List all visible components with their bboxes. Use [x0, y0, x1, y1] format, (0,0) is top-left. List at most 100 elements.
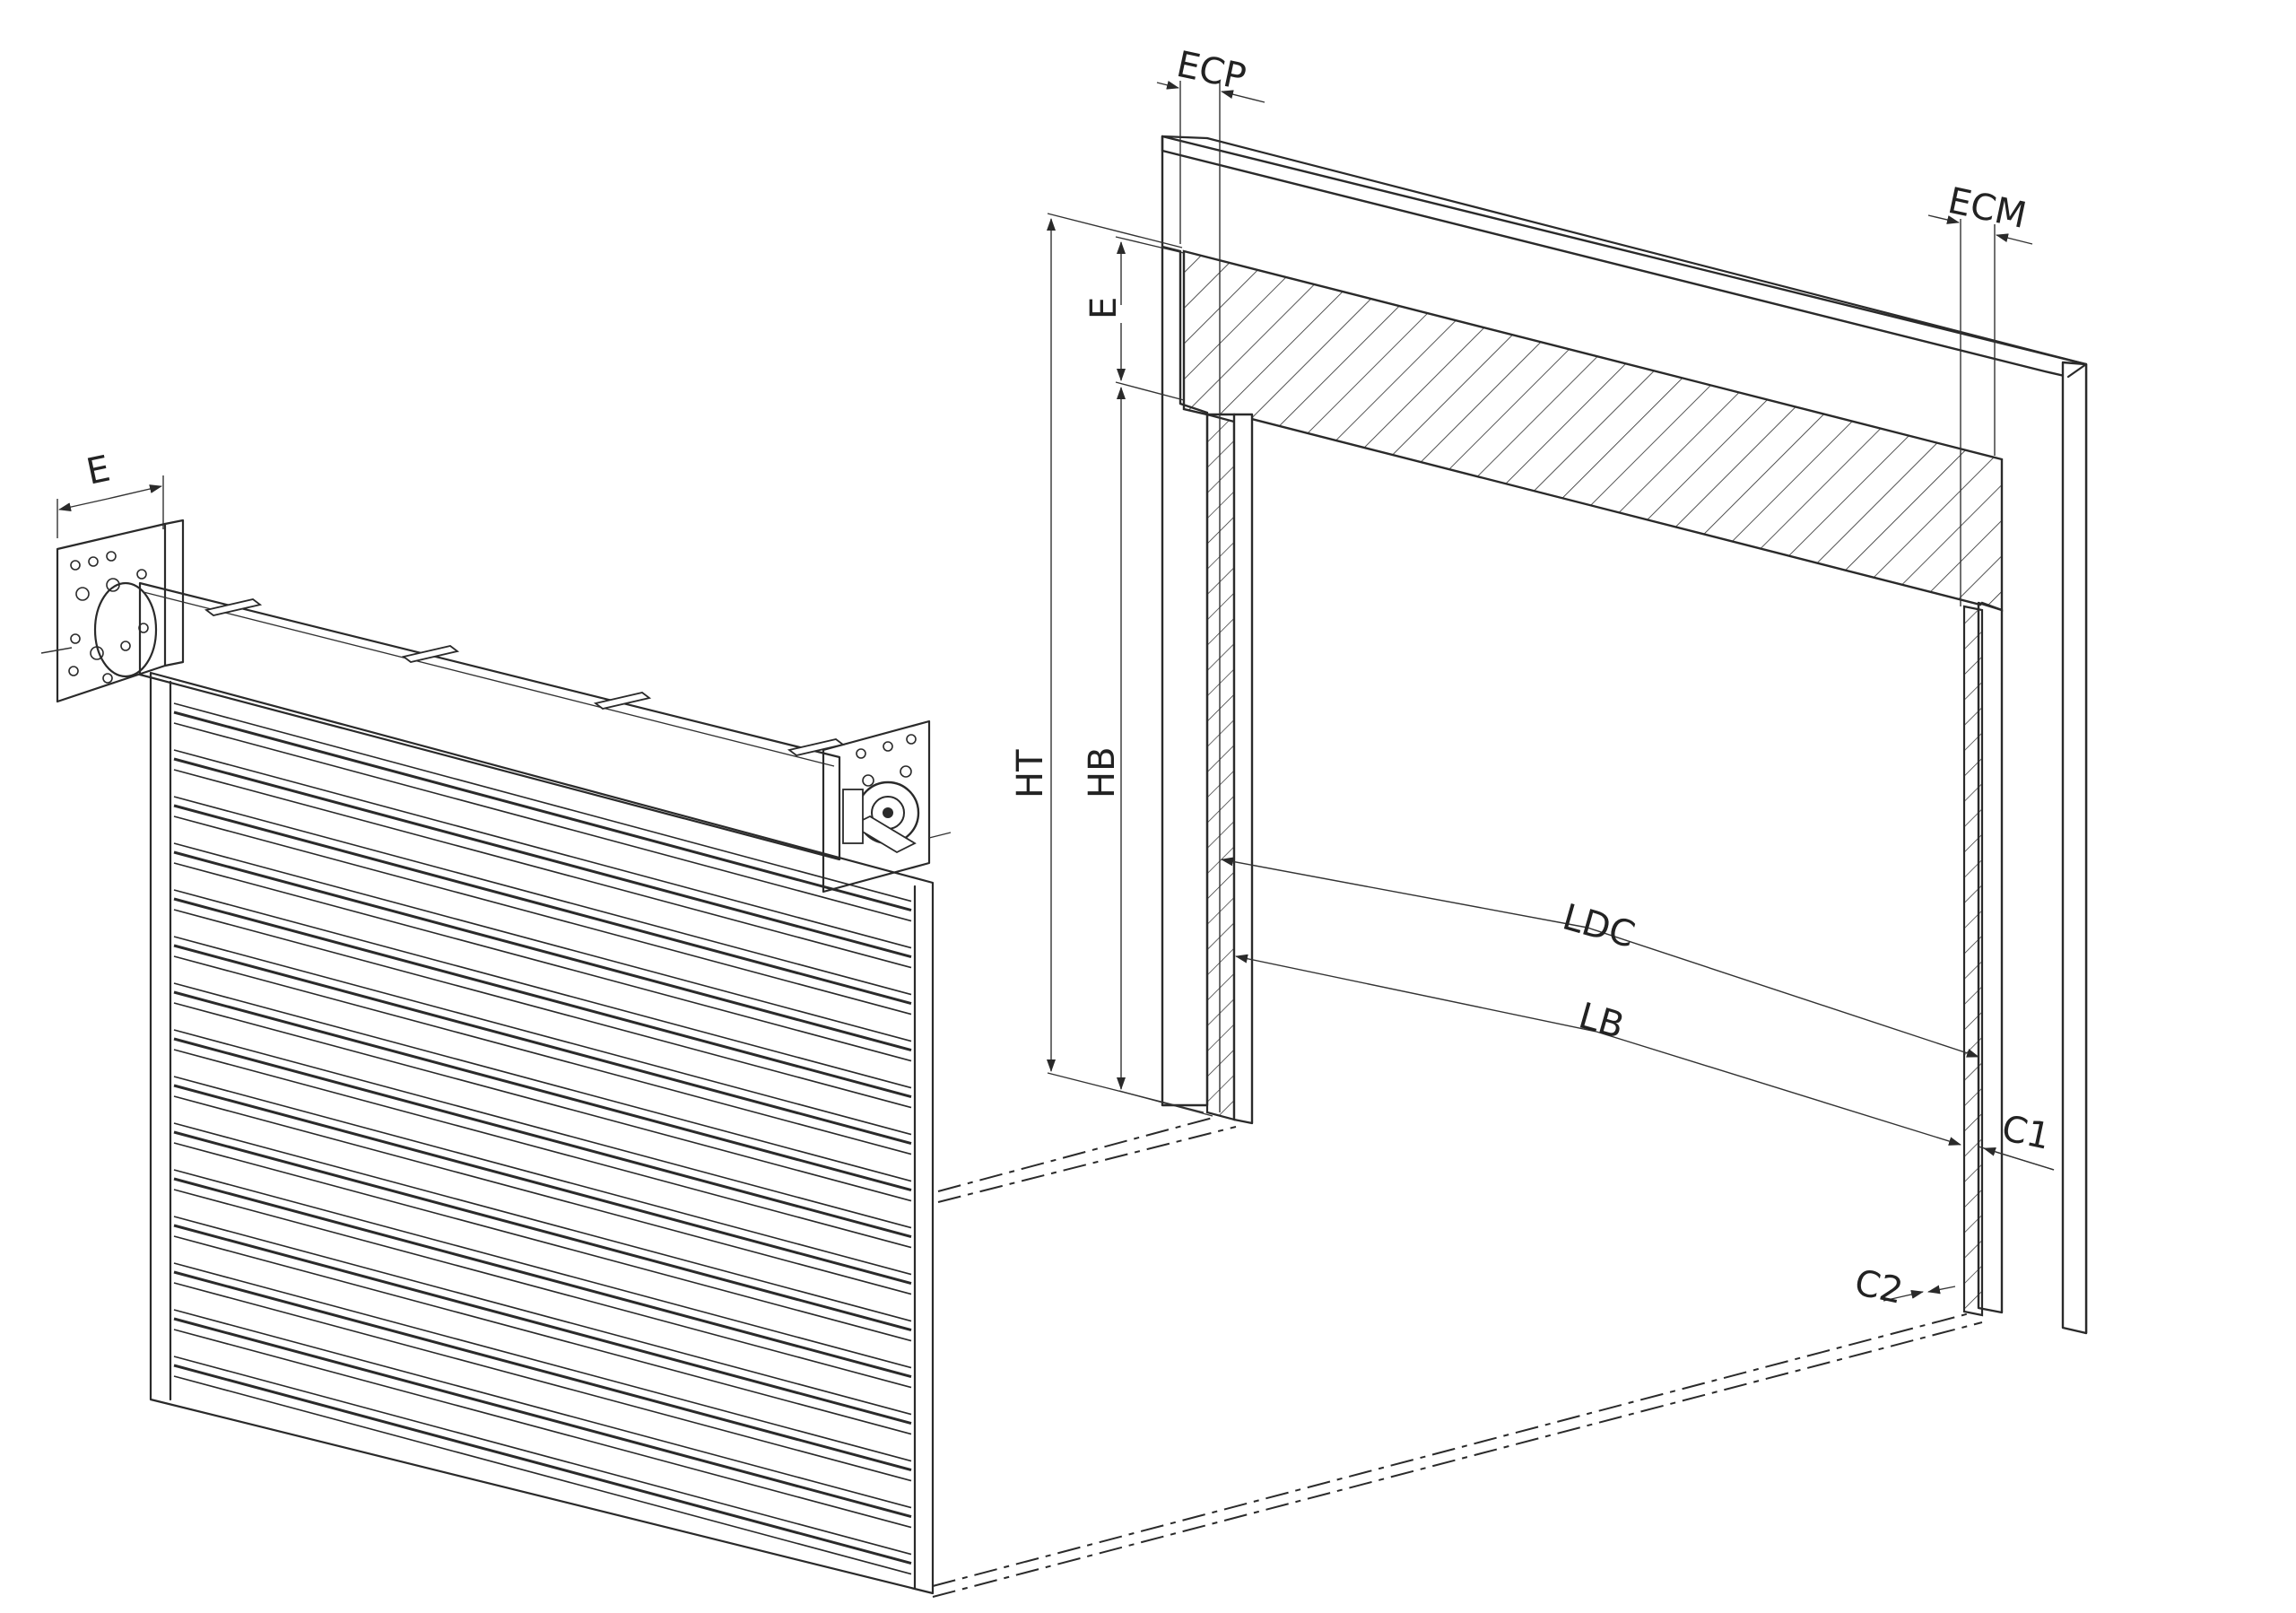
floor-dash-1: [937, 1117, 1213, 1192]
slat-line: [173, 1235, 912, 1435]
lb-arrow-left: [1235, 954, 1597, 1033]
slat-line: [173, 1262, 912, 1462]
slat-line: [173, 889, 912, 1089]
c1-label: C1: [1998, 1108, 2054, 1158]
slat-line: [173, 711, 912, 912]
slat-line: [173, 1317, 912, 1519]
slat-line: [173, 862, 912, 1062]
left-bracket-flange: [163, 519, 185, 667]
slat-line: [173, 1282, 912, 1482]
slat-line: [173, 1037, 912, 1239]
slat-line: [173, 702, 912, 902]
e-extension-bottom: [1115, 381, 1185, 401]
hb-extension-bottom: [1118, 1090, 1213, 1117]
slat-line: [173, 1084, 912, 1286]
ldc-label: LDC: [1558, 896, 1639, 956]
slat-line: [173, 1049, 912, 1249]
slat-line: [173, 1130, 912, 1332]
slat-line: [173, 944, 912, 1146]
slat-line: [173, 1002, 912, 1202]
slat-line: [173, 982, 912, 1182]
motor-gear-icon: [842, 780, 920, 854]
slat-line: [173, 796, 912, 996]
right-pillar-front: [2061, 361, 2088, 1335]
c2-arrow-1: [1883, 1290, 1924, 1302]
c2-arrow-2: [1927, 1285, 1956, 1295]
floor-dash-3: [932, 1312, 1970, 1587]
slat-line: [173, 1095, 912, 1295]
slat-line: [173, 1169, 912, 1369]
slat-line: [173, 722, 912, 922]
ht-extension-top: [1047, 213, 1183, 248]
slat-line: [173, 1189, 912, 1389]
wall-top-edge: [1161, 135, 1209, 140]
ecp-arrow-2: [1221, 90, 1265, 103]
right-bracket-pin: [928, 832, 952, 839]
slat-line: [173, 1029, 912, 1229]
floor-dash-2: [937, 1126, 1237, 1203]
slat-line: [173, 990, 912, 1192]
slat-line: [173, 842, 912, 1042]
roller-tube-end: [93, 581, 158, 678]
ecm-arrow-1: [1927, 214, 1960, 224]
roller-tube: [138, 581, 841, 861]
ecp-label: ECP: [1173, 44, 1249, 99]
slat-line: [173, 936, 912, 1136]
ecm-label: ECM: [1944, 180, 2030, 237]
slat-line: [173, 1375, 912, 1575]
c2-label: C2: [1851, 1262, 1907, 1312]
slat-line: [173, 1076, 912, 1276]
e-roller-arrow-2: [107, 484, 162, 500]
left-pillar-inner: [1232, 413, 1254, 1125]
slat-line: [173, 897, 912, 1099]
slat-line: [173, 1356, 912, 1556]
floor-projection: [932, 1117, 1983, 1598]
slat-line: [173, 1177, 912, 1379]
ecp-arrow-1: [1156, 80, 1179, 90]
ldc-arrow-right: [1587, 927, 1979, 1058]
slat-line: [173, 1270, 912, 1472]
right-bracket-plate: [822, 719, 931, 894]
right-bracket-holes: [856, 734, 917, 787]
slat-line: [173, 850, 912, 1052]
slat-line: [173, 1216, 912, 1416]
c1-arrow: [1983, 1147, 2055, 1171]
slat-line: [173, 1142, 912, 1342]
ldc-arrow-left: [1221, 857, 1588, 929]
floor-dash-4: [932, 1321, 1983, 1598]
hb-label: HB: [1082, 746, 1123, 798]
ht-label: HT: [1010, 749, 1051, 798]
wall-top-back: [1205, 136, 2088, 366]
slat-line: [173, 1364, 912, 1565]
left-reveal-hatched: [1205, 413, 1236, 1121]
slat-line: [173, 769, 912, 969]
ecm-arrow-2: [1996, 233, 2033, 245]
slat-line: [173, 1329, 912, 1529]
slat-line: [173, 1224, 912, 1426]
e-extension-top: [1115, 236, 1185, 254]
e-wall-label: E: [1083, 297, 1125, 319]
lb-arrow-right: [1596, 1031, 1961, 1146]
slat-line: [173, 749, 912, 949]
curtain-frame: [149, 671, 935, 1595]
slat-line: [173, 955, 912, 1155]
e-roller-label: E: [83, 449, 114, 493]
slat-line: [173, 804, 912, 1006]
slat-line: [173, 909, 912, 1109]
left-bracket-pin: [40, 647, 73, 654]
roller-shutter: [40, 519, 952, 1595]
e-roller-arrow-1: [58, 498, 109, 512]
slat-line: [173, 1122, 912, 1322]
roller-tube-highlight: [143, 591, 835, 767]
left-bracket-holes: [68, 551, 149, 684]
slat-line: [173, 815, 912, 1016]
lintel-hatched: [1182, 249, 2004, 612]
right-reveal-hatched: [1962, 605, 1984, 1317]
wall-opening: [1161, 135, 2088, 1335]
slat-line: [173, 1309, 912, 1509]
slat-line: [173, 757, 912, 959]
dimensions: ECP ECM HT E HB LDC LB C1: [57, 44, 2055, 1312]
curtain-slats: [173, 702, 912, 1575]
